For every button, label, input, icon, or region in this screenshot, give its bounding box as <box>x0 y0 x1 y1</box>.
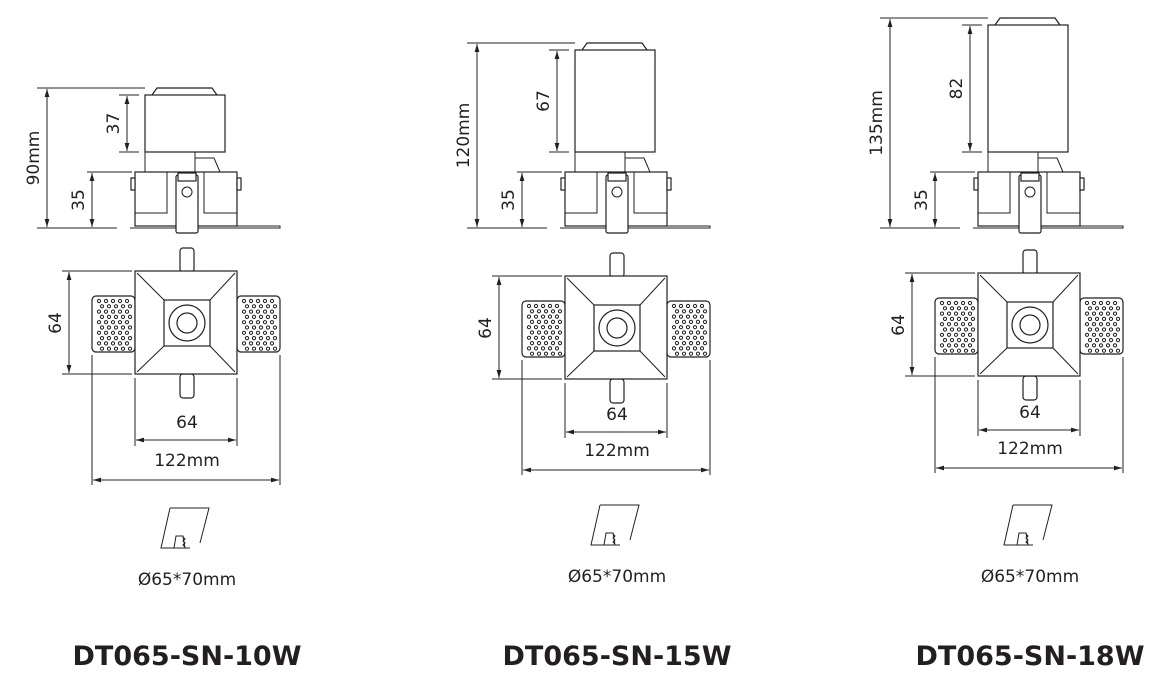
perforated-plate-left <box>521 300 566 358</box>
cylinder-cap <box>994 17 1061 26</box>
neck <box>987 152 1064 173</box>
neck <box>144 152 221 173</box>
clip-top <box>1022 249 1038 275</box>
product-model-name: DT065-SN-15W <box>503 641 732 672</box>
product-model-name: DT065-SN-18W <box>916 641 1145 672</box>
mounting-plate <box>560 225 711 229</box>
top-view: 64 64 122mm <box>889 249 1124 473</box>
side-view: 135mm 82 35 <box>867 17 1124 234</box>
clip-top <box>609 252 625 278</box>
lens <box>176 312 198 334</box>
cylinder-cap <box>151 87 218 96</box>
overall-width-label: 122mm <box>154 451 220 471</box>
trim-width-label: 64 <box>176 413 198 433</box>
driver-cylinder <box>144 94 226 153</box>
lens <box>606 317 628 339</box>
trim-width-label: 64 <box>606 405 628 425</box>
total-height-label: 120mm <box>454 103 474 169</box>
body-height-label: 37 <box>104 113 124 135</box>
perforated-plate-right <box>236 295 281 353</box>
cutout-icon <box>160 507 210 549</box>
driver-cylinder <box>987 24 1069 153</box>
mounting-plate <box>130 225 281 229</box>
body-height-label: 82 <box>947 78 967 100</box>
trim-height-label: 35 <box>499 189 519 211</box>
clip-bottom <box>179 373 195 399</box>
trim-depth-label: 64 <box>889 314 909 336</box>
spring-clip <box>1018 174 1042 234</box>
trim-depth-label: 64 <box>46 312 66 334</box>
trim-height-label: 35 <box>69 189 89 211</box>
lens <box>1019 314 1041 336</box>
trim-width-label: 64 <box>1019 403 1041 423</box>
trim-height-label: 35 <box>912 189 932 211</box>
spring-clip <box>175 174 199 234</box>
perforated-plate-right <box>666 300 711 358</box>
side-view: 120mm 67 35 <box>454 42 711 234</box>
neck <box>574 152 651 173</box>
overall-width-label: 122mm <box>997 439 1063 459</box>
cutout-size-label: Ø65*70mm <box>981 567 1079 587</box>
mounting-plate <box>973 225 1124 229</box>
clip-bottom <box>1022 375 1038 401</box>
body-height-label: 67 <box>534 90 554 112</box>
perforated-plate-left <box>91 295 136 353</box>
cutout-icon <box>590 504 640 546</box>
top-view: 64 64 122mm <box>46 247 281 485</box>
cylinder-cap <box>581 42 648 51</box>
side-view: 90mm 37 35 <box>24 87 281 234</box>
cutout-size-label: Ø65*70mm <box>138 570 236 590</box>
total-height-label: 90mm <box>24 131 44 186</box>
driver-cylinder <box>574 49 656 153</box>
cutout-size-label: Ø65*70mm <box>568 567 666 587</box>
clip-bottom <box>609 378 625 404</box>
overall-width-label: 122mm <box>584 441 650 461</box>
perforated-plate-right <box>1079 297 1124 355</box>
cutout-icon <box>1003 504 1053 546</box>
spring-clip <box>605 174 629 234</box>
perforated-plate-left <box>934 297 979 355</box>
clip-top <box>179 247 195 273</box>
trim-depth-label: 64 <box>476 317 496 339</box>
top-view: 64 64 122mm <box>476 252 711 475</box>
product-model-name: DT065-SN-10W <box>73 641 302 672</box>
total-height-label: 135mm <box>867 90 887 156</box>
